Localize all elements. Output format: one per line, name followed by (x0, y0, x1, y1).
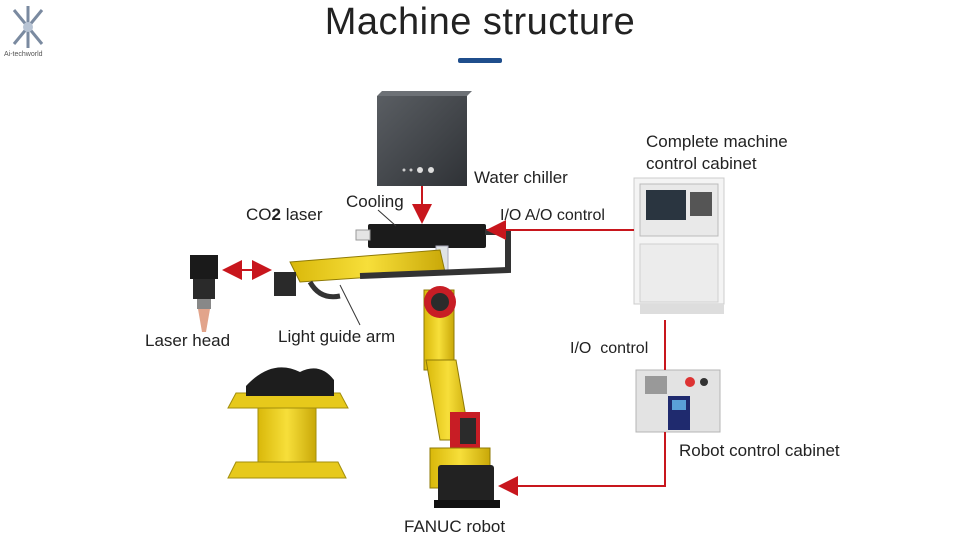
ai-techworld-logo-icon (12, 6, 44, 48)
connection-arrows (222, 186, 666, 496)
page-title: Machine structure (324, 1, 636, 43)
machine-control-cabinet (633, 177, 725, 314)
label-water-chiller: Water chiller (474, 168, 568, 187)
label-io-control: I/O control (570, 340, 649, 357)
fixture-stand (227, 367, 349, 479)
label-fanuc-robot: FANUC robot (404, 517, 506, 536)
logo-text: Ai-techworld (4, 51, 43, 58)
label-laser-head: Laser head (145, 331, 231, 350)
label-complete-cabinet-line2: control cabinet (646, 154, 757, 173)
light-guide-arm-unit (274, 229, 511, 300)
label-io-ao-control: I/O A/O control (500, 207, 605, 224)
water-chiller-unit (377, 91, 472, 186)
brand-logo: Ai-techworld (4, 4, 52, 60)
label-cooling: Cooling (346, 192, 404, 211)
fanuc-robot-unit (423, 286, 500, 508)
label-robot-cabinet: Robot control cabinet (679, 441, 840, 460)
co2-digit: 2 (271, 205, 281, 224)
pointer-light-guide-arm (339, 284, 361, 326)
label-light-guide-arm: Light guide arm (278, 327, 396, 346)
co2-suffix: laser (280, 205, 323, 224)
laser-head-unit (190, 255, 218, 332)
arrow-robot-cabinet-to-robot (498, 432, 666, 496)
pointer-cooling (377, 209, 397, 227)
label-complete-cabinet-line1: Complete machine (646, 132, 788, 151)
label-co2-laser: CO2 laser (246, 205, 323, 225)
robot-control-cabinet (635, 369, 721, 433)
title-underline (458, 58, 502, 63)
co2-prefix: CO (246, 205, 272, 224)
